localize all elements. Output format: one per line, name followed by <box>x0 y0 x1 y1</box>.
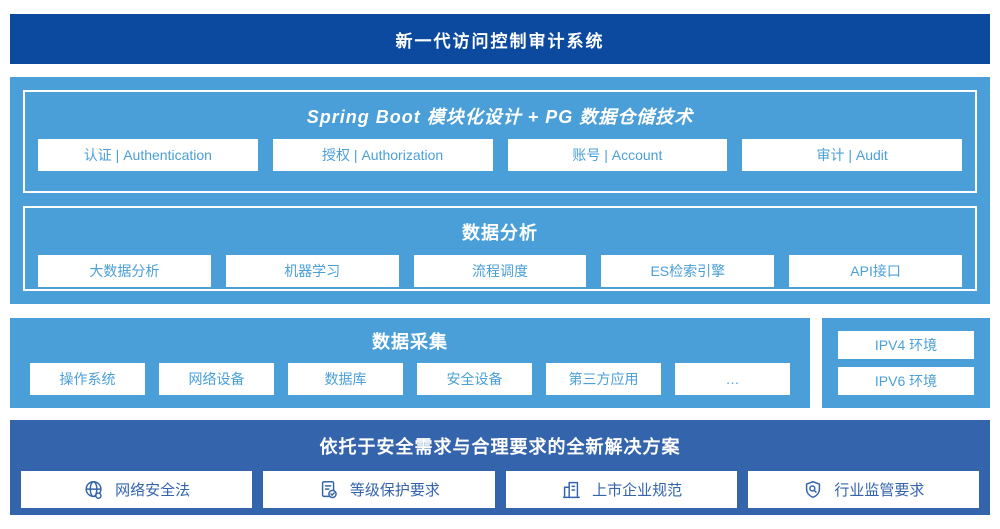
collect-box-database: 数据库 <box>288 363 403 395</box>
data-analysis-block: 数据分析 大数据分析 机器学习 流程调度 ES检索引擎 API接口 <box>23 206 977 291</box>
spring-boot-title: Spring Boot 模块化设计 + PG 数据仓储技术 <box>306 107 694 127</box>
data-analysis-title: 数据分析 <box>462 223 538 243</box>
spring-boot-block: Spring Boot 模块化设计 + PG 数据仓储技术 认证 | Authe… <box>23 90 977 193</box>
data-collection-block: 数据采集 操作系统 网络设备 数据库 安全设备 第三方应用 … <box>10 318 810 408</box>
title-banner: 新一代访问控制审计系统 <box>10 14 990 64</box>
module-box-authorization: 授权 | Authorization <box>272 139 493 171</box>
spring-boot-items: 认证 | Authentication 授权 | Authorization 账… <box>25 139 975 171</box>
analysis-box-workflow: 流程调度 <box>413 255 587 287</box>
module-box-account: 账号 | Account <box>507 139 728 171</box>
collection-row: 数据采集 操作系统 网络设备 数据库 安全设备 第三方应用 … IPV4 环境 … <box>10 318 990 408</box>
collect-box-security-device: 安全设备 <box>417 363 532 395</box>
analysis-box-bigdata: 大数据分析 <box>38 255 211 287</box>
collect-box-network-device: 网络设备 <box>159 363 274 395</box>
building-icon <box>560 479 582 501</box>
solution-box-cybersecurity-law: 网络安全法 <box>21 471 253 508</box>
solution-box-listed-company: 上市企业规范 <box>505 471 737 508</box>
collect-box-os: 操作系统 <box>30 363 145 395</box>
solution-box-label: 等级保护要求 <box>349 482 440 499</box>
solution-box-label: 网络安全法 <box>115 482 191 499</box>
module-box-authentication: 认证 | Authentication <box>38 139 258 171</box>
solution-section: 依托于安全需求与合理要求的全新解决方案 网络安全法 <box>10 420 990 515</box>
data-collection-items: 操作系统 网络设备 数据库 安全设备 第三方应用 … <box>10 363 810 395</box>
globe-icon <box>83 479 105 501</box>
solution-box-label: 上市企业规范 <box>592 482 683 499</box>
env-box-ipv4: IPV4 环境 <box>838 331 974 359</box>
data-collection-title: 数据采集 <box>372 332 448 352</box>
solution-box-graded-protection: 等级保护要求 <box>263 471 495 508</box>
solution-items: 网络安全法 等级保护要求 <box>21 471 979 508</box>
analysis-box-api: API接口 <box>789 255 962 287</box>
environment-panel: IPV4 环境 IPV6 环境 <box>822 318 990 408</box>
analysis-box-es: ES检索引擎 <box>601 255 775 287</box>
solution-box-label: 行业监管要求 <box>834 482 925 499</box>
document-check-icon <box>318 479 340 501</box>
platform-section: Spring Boot 模块化设计 + PG 数据仓储技术 认证 | Authe… <box>10 77 990 304</box>
solution-box-industry-regulation: 行业监管要求 <box>747 471 979 508</box>
analysis-box-ml: 机器学习 <box>225 255 399 287</box>
collect-box-thirdparty: 第三方应用 <box>546 363 661 395</box>
env-box-ipv6: IPV6 环境 <box>838 367 974 395</box>
module-box-audit: 审计 | Audit <box>742 139 962 171</box>
page-title: 新一代访问控制审计系统 <box>395 31 605 51</box>
solution-title: 依托于安全需求与合理要求的全新解决方案 <box>319 437 681 457</box>
collect-box-more: … <box>675 363 790 395</box>
data-analysis-items: 大数据分析 机器学习 流程调度 ES检索引擎 API接口 <box>25 255 975 287</box>
shield-magnifier-icon <box>802 479 824 501</box>
